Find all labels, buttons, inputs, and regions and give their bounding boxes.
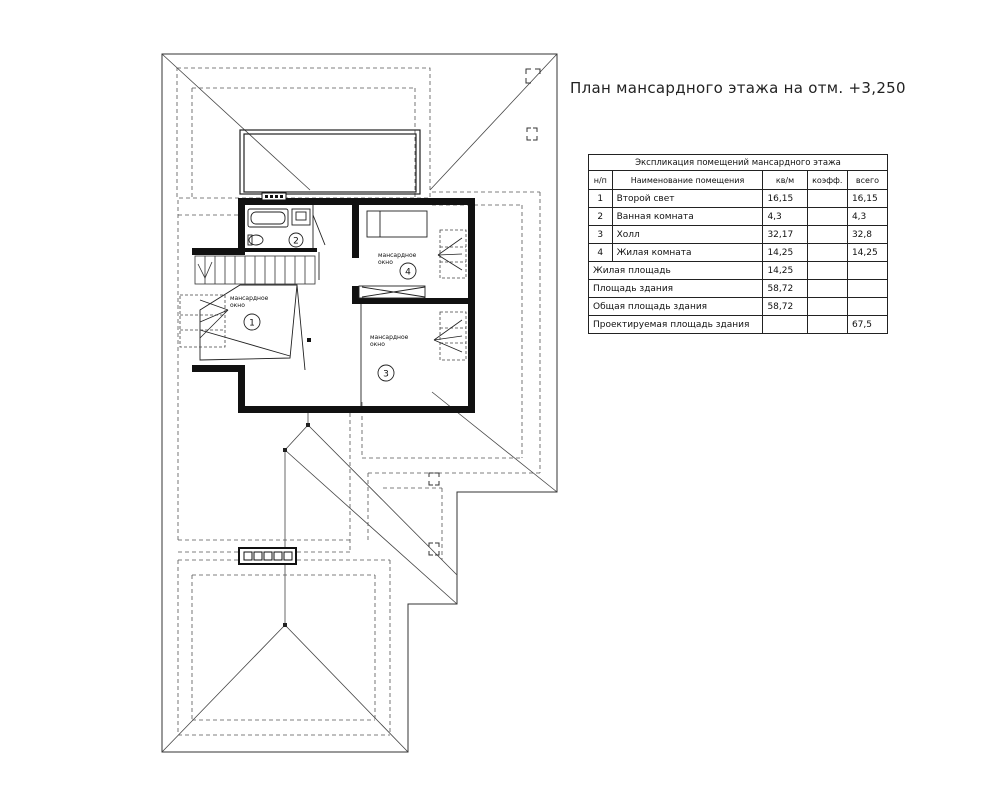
- summary-coef: [806, 261, 848, 280]
- summary-coef: [806, 297, 848, 316]
- table-row: 2 Ванная комната 4,3 4,3: [588, 207, 889, 226]
- walls: [192, 198, 475, 413]
- roof-window-room-3: [439, 311, 467, 361]
- room-number: 2: [293, 237, 299, 247]
- design-area-empty: [762, 315, 808, 334]
- summary-label: Жилая площадь: [587, 261, 764, 280]
- row-coef: [806, 225, 848, 244]
- summary-row: Жилая площадь 14,25: [587, 261, 889, 280]
- window-label: окно: [370, 341, 385, 348]
- bathtub: [247, 208, 289, 228]
- header-number: н/п: [588, 170, 613, 190]
- row-coef: [806, 243, 848, 262]
- toilet: [247, 234, 264, 246]
- summary-label: Площадь здания: [587, 279, 764, 298]
- row-total: 16,15: [846, 189, 889, 208]
- window-leader-lines: [199, 237, 463, 353]
- summary-label: Общая площадь здания: [587, 297, 764, 316]
- summary-row: Площадь здания 58,72: [587, 279, 889, 298]
- eave-dashed-lines: [176, 67, 541, 736]
- room-explication-table: Экспликация помещений мансардного этажа …: [587, 154, 889, 334]
- ridge-nodes: [283, 423, 310, 627]
- roof-outline: [161, 53, 558, 753]
- row-area: 16,15: [762, 189, 808, 208]
- room-number: 4: [405, 268, 411, 278]
- summary-total: [846, 297, 889, 316]
- wardrobe-marks: [307, 215, 356, 342]
- table-row: 1 Второй свет 16,15 16,15: [588, 189, 889, 208]
- row-area: 4,3: [762, 207, 808, 226]
- interior-lines: [199, 205, 428, 406]
- row-number: 2: [588, 207, 613, 226]
- washbasin: [291, 208, 311, 226]
- row-coef: [806, 189, 848, 208]
- row-number: 4: [588, 243, 613, 262]
- summary-total: [846, 279, 889, 298]
- row-area: 32,17: [762, 225, 808, 244]
- table-caption: Экспликация помещений мансардного этажа: [588, 154, 888, 171]
- chimney-block: [238, 547, 297, 565]
- room-marker-1: 1 мансардное окно: [230, 295, 269, 331]
- table-header-row: н/п Наименование помещения кв/м коэфф. в…: [588, 170, 889, 190]
- table-row: 3 Холл 32,17 32,8: [588, 225, 889, 244]
- header-total: всего: [846, 170, 889, 190]
- roof-window-room-4: [439, 229, 467, 279]
- table-row: 4 Жилая комната 14,25 14,25: [588, 243, 889, 262]
- row-number: 1: [588, 189, 613, 208]
- row-name: Ванная комната: [611, 207, 764, 226]
- roof-vent-top: [261, 192, 287, 201]
- window-label: окно: [230, 302, 245, 309]
- design-area-empty: [806, 315, 848, 334]
- summary-area: 14,25: [762, 261, 808, 280]
- row-total: 14,25: [846, 243, 889, 262]
- balcony: [239, 129, 421, 195]
- row-total: 32,8: [846, 225, 889, 244]
- design-area-total: 67,5: [846, 315, 889, 334]
- roof-hip-lines: [161, 53, 558, 753]
- header-coef: коэфф.: [806, 170, 848, 190]
- room-number: 3: [383, 370, 389, 380]
- window-label: мансардное: [378, 252, 417, 259]
- summary-coef: [806, 279, 848, 298]
- row-number: 3: [588, 225, 613, 244]
- roof-window-room-1: [179, 294, 226, 348]
- room-marker-4: 4 мансардное окно: [378, 252, 417, 280]
- window-label: мансардное: [370, 334, 409, 341]
- summary-total: [846, 261, 889, 280]
- row-name: Холл: [611, 225, 764, 244]
- row-name: Второй свет: [611, 189, 764, 208]
- summary-area: 58,72: [762, 297, 808, 316]
- summary-row: Общая площадь здания 58,72: [587, 297, 889, 316]
- header-name: Наименование помещения: [611, 170, 764, 190]
- row-coef: [806, 207, 848, 226]
- room-marker-3: 3 мансардное окно: [370, 334, 409, 382]
- stairs: [194, 255, 316, 285]
- page-title: План мансардного этажа на отм. +3,250: [570, 79, 906, 97]
- window-label: окно: [378, 259, 393, 266]
- room-number: 1: [249, 319, 255, 329]
- row-total: 4,3: [846, 207, 889, 226]
- summary-area: 58,72: [762, 279, 808, 298]
- header-area: кв/м: [762, 170, 808, 190]
- row-area: 14,25: [762, 243, 808, 262]
- design-area-label: Проектируемая площадь здания: [587, 315, 764, 334]
- room-marker-2: 2: [288, 232, 304, 248]
- row-name: Жилая комната: [611, 243, 764, 262]
- window-label: мансардное: [230, 295, 269, 302]
- corner-markers: [428, 68, 541, 556]
- design-area-row: Проектируемая площадь здания 67,5: [587, 315, 889, 334]
